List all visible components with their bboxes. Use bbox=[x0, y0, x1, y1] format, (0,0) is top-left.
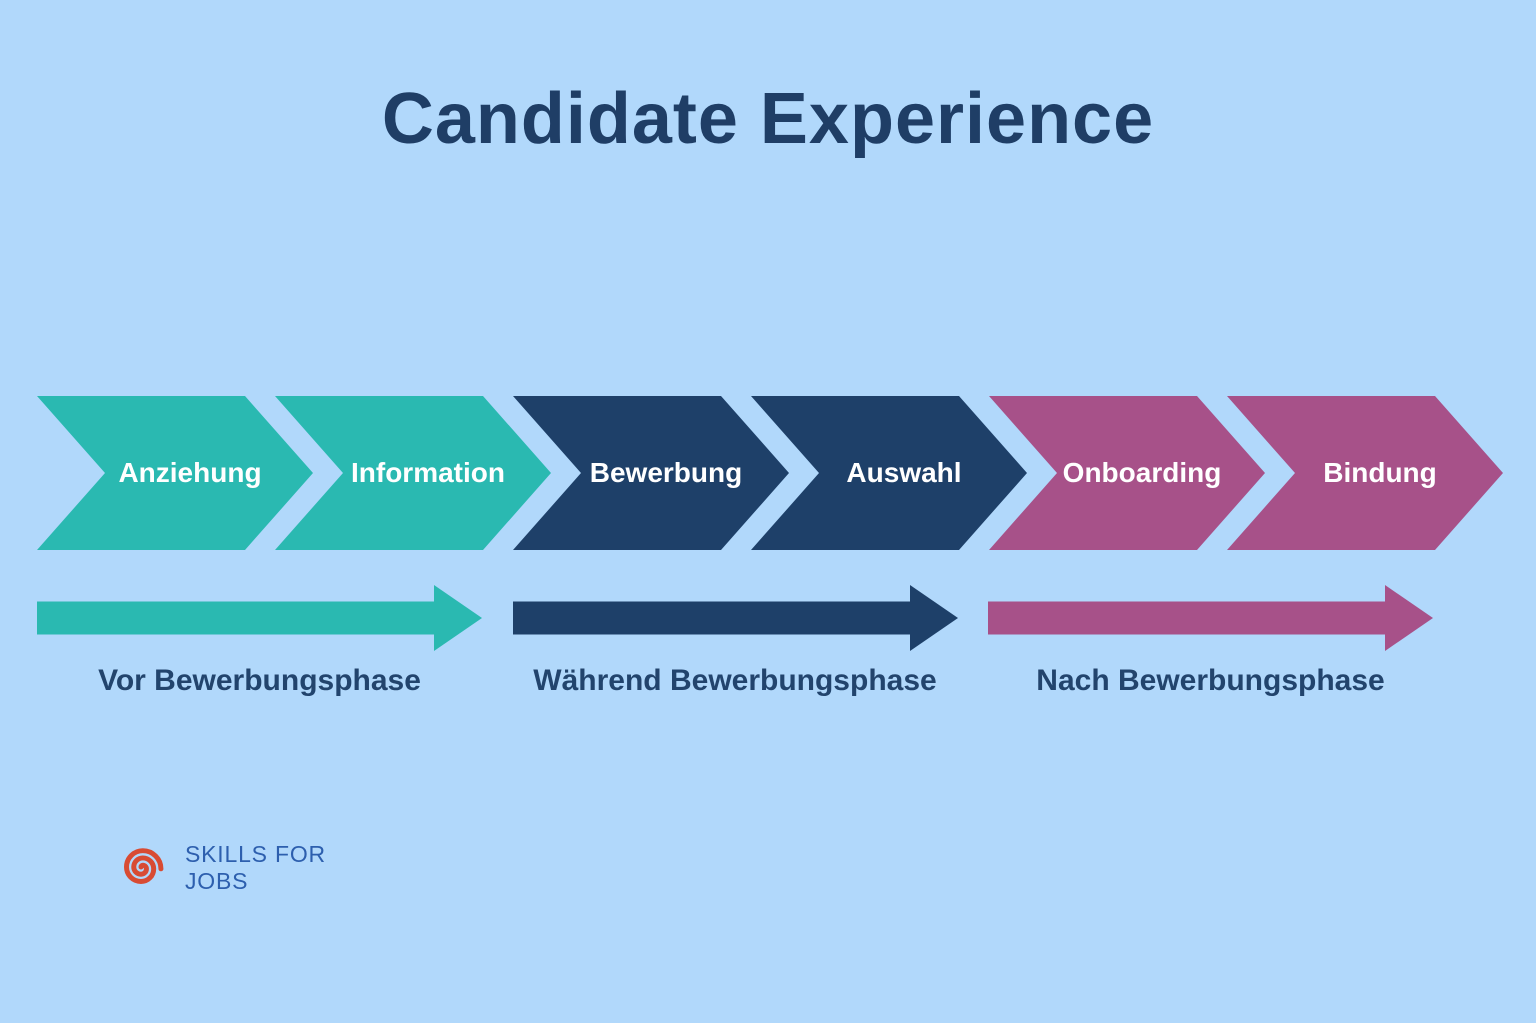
phase-arrow-row: Vor Bewerbungsphase Während Bewerbungspha… bbox=[37, 585, 1497, 705]
stage-chevron-information: Information bbox=[275, 396, 551, 550]
logo: SKILLS FOR JOBS bbox=[112, 838, 326, 896]
logo-text-line2: JOBS bbox=[185, 868, 249, 894]
logo-text: SKILLS FOR JOBS bbox=[185, 841, 326, 895]
phase-3: Nach Bewerbungsphase bbox=[988, 585, 1433, 698]
stage-chevron-bewerbung: Bewerbung bbox=[513, 396, 789, 550]
spiral-icon bbox=[124, 848, 164, 884]
stage-chevron-bindung: Bindung bbox=[1227, 396, 1503, 550]
phase-arrow-icon bbox=[988, 585, 1433, 651]
stage-label: Auswahl bbox=[846, 457, 962, 488]
stage-chevron-onboarding: Onboarding bbox=[989, 396, 1265, 550]
stage-label: Bewerbung bbox=[589, 457, 743, 488]
phase-arrow-icon bbox=[512, 585, 958, 651]
stage-chevron-anziehung: Anziehung bbox=[37, 396, 313, 550]
stage-label: Anziehung bbox=[118, 457, 262, 488]
phase-2: Während Bewerbungsphase bbox=[512, 585, 958, 698]
phase-label: Nach Bewerbungsphase bbox=[1036, 664, 1385, 697]
phase-label: Während Bewerbungsphase bbox=[533, 664, 937, 697]
phase-arrow-icon bbox=[37, 585, 482, 651]
stage-chevron-row: Anziehung Information Bewerbung Auswahl Onbo… bbox=[37, 396, 1503, 550]
stage-label: Bindung bbox=[1323, 457, 1437, 488]
phase-1: Vor Bewerbungsphase bbox=[37, 585, 482, 698]
phase-label: Vor Bewerbungsphase bbox=[98, 664, 421, 697]
logo-text-line1: SKILLS FOR bbox=[185, 841, 326, 867]
page-title: Candidate Experience bbox=[381, 79, 1155, 159]
stage-chevron-auswahl: Auswahl bbox=[751, 396, 1027, 550]
stage-label: Onboarding bbox=[1062, 457, 1222, 488]
stage-label: Information bbox=[351, 457, 505, 488]
